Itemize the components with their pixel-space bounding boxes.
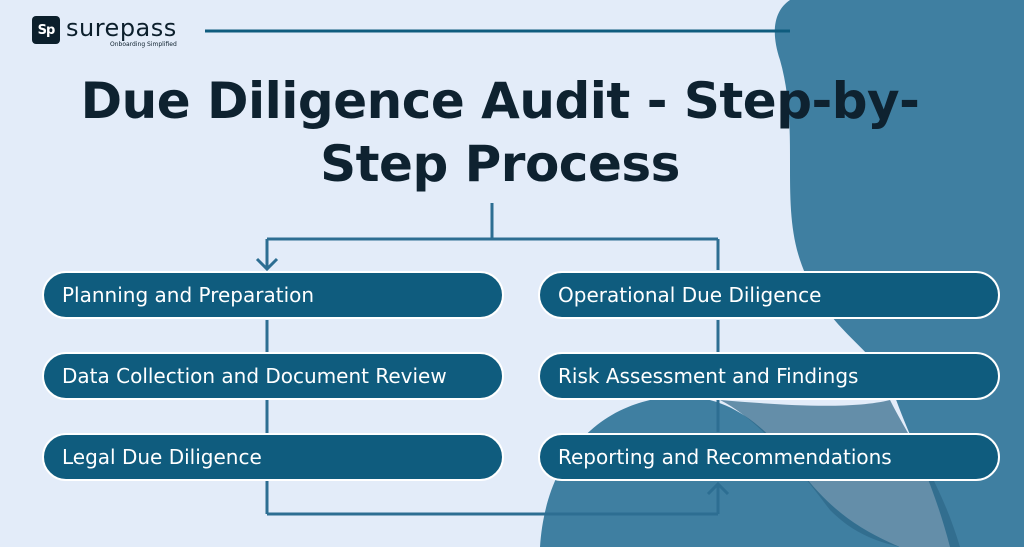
brand-mark: Sp [32, 16, 60, 44]
brand-logo: Sp surepass Onboarding Simplified [32, 16, 177, 48]
arrowhead-step-6 [706, 481, 730, 496]
step-risk-assessment: Risk Assessment and Findings [538, 352, 1000, 400]
arrowhead-step-1 [255, 257, 279, 272]
step-data-collection: Data Collection and Document Review [42, 352, 504, 400]
step-operational: Operational Due Diligence [538, 271, 1000, 319]
step-reporting: Reporting and Recommendations [538, 433, 1000, 481]
step-legal: Legal Due Diligence [42, 433, 504, 481]
brand-wordmark: surepass Onboarding Simplified [66, 16, 177, 48]
brand-name: surepass [66, 14, 177, 42]
step-planning: Planning and Preparation [42, 271, 504, 319]
diagram-title: Due Diligence Audit - Step-by-Step Proce… [80, 72, 920, 193]
brand-tagline: Onboarding Simplified [110, 41, 177, 48]
